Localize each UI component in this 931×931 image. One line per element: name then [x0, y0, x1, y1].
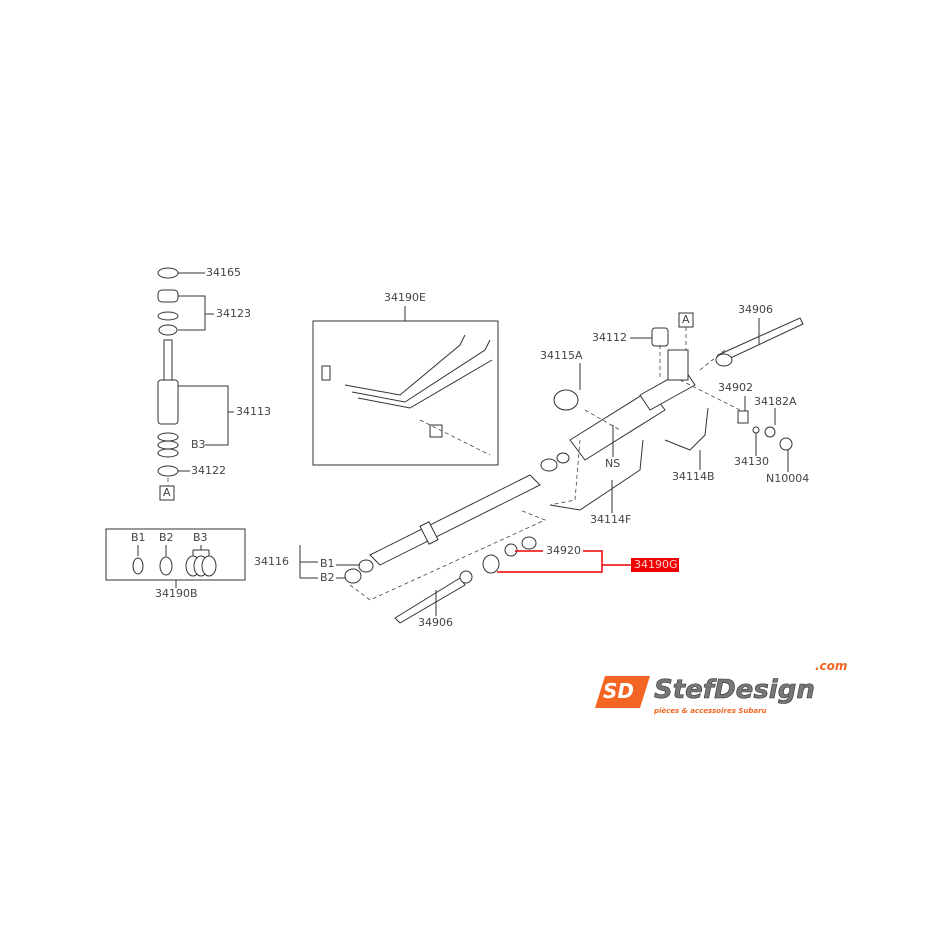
- ref-a-box: [159, 485, 175, 501]
- part-n10004[interactable]: [779, 437, 793, 451]
- part-34165[interactable]: [157, 267, 179, 279]
- rack-assembly: [299, 312, 804, 624]
- label-34116: 34116: [254, 555, 289, 568]
- label-34114f: 34114F: [590, 513, 632, 526]
- label-34906-top: 34906: [738, 303, 773, 316]
- hose-kit-34190e: [312, 306, 499, 466]
- logo-brand[interactable]: StefDesign: [654, 675, 815, 705]
- part-34920-bush[interactable]: [504, 543, 518, 557]
- label-seal-b3: B3: [193, 531, 208, 544]
- highlight-leader: [497, 550, 632, 573]
- valve-body[interactable]: [667, 349, 689, 381]
- part-34115a[interactable]: [553, 389, 579, 411]
- part-34920-seal[interactable]: [482, 554, 500, 574]
- label-34182a: 34182A: [754, 395, 797, 408]
- label-34190e: 34190E: [384, 291, 426, 304]
- part-34122[interactable]: [157, 465, 179, 477]
- label-34920: 34920: [546, 544, 581, 557]
- label-34112: 34112: [592, 331, 627, 344]
- label-34114b: 34114B: [672, 470, 715, 483]
- label-34130: 34130: [734, 455, 769, 468]
- part-34113-gear[interactable]: [157, 379, 179, 425]
- logo-monogram-badge: [595, 676, 650, 708]
- label-ref-a: A: [163, 486, 171, 499]
- label-ns: NS: [605, 457, 621, 470]
- part-34902[interactable]: [737, 410, 749, 424]
- label-b3: B3: [191, 438, 206, 451]
- logo-monogram: SD: [603, 679, 635, 703]
- part-34112[interactable]: [651, 327, 669, 347]
- label-seal-b2: B2: [159, 531, 174, 544]
- part-34113-shaft[interactable]: [163, 339, 173, 381]
- label-rack-ref-a: A: [682, 313, 690, 326]
- part-34906-top[interactable]: [717, 317, 804, 363]
- label-34115a: 34115A: [540, 349, 583, 362]
- label-34123: 34123: [216, 307, 251, 320]
- logo-domain: .com: [815, 659, 848, 673]
- pinion-assembly: [157, 267, 234, 501]
- part-34182a[interactable]: [764, 426, 776, 438]
- part-34130[interactable]: [752, 426, 760, 434]
- part-34123-nut[interactable]: [157, 289, 179, 303]
- label-n10004: N10004: [766, 472, 810, 485]
- label-34165: 34165: [206, 266, 241, 279]
- label-34122: 34122: [191, 464, 226, 477]
- part-34123-seal[interactable]: [158, 324, 178, 336]
- seal-kit-34190b: [105, 528, 246, 588]
- label-34190g[interactable]: 34190G: [634, 558, 678, 571]
- logo-tagline: pièces & accessoires Subaru: [654, 707, 767, 715]
- label-34190b: 34190B: [155, 587, 198, 600]
- label-rack-b2: B2: [320, 571, 335, 584]
- label-34906-bottom: 34906: [418, 616, 453, 629]
- part-34116[interactable]: [369, 474, 541, 566]
- highlight-badge[interactable]: [631, 558, 679, 572]
- rack-housing[interactable]: [569, 389, 666, 461]
- label-rack-b1: B1: [320, 557, 335, 570]
- part-34906-bottom[interactable]: [394, 577, 466, 624]
- label-34902: 34902: [718, 381, 753, 394]
- label-seal-b1: B1: [131, 531, 146, 544]
- stefdesign-logo-graphic: [595, 676, 650, 708]
- bolt-icon: [321, 365, 331, 381]
- part-34123-ring[interactable]: [157, 311, 179, 321]
- label-34113: 34113: [236, 405, 271, 418]
